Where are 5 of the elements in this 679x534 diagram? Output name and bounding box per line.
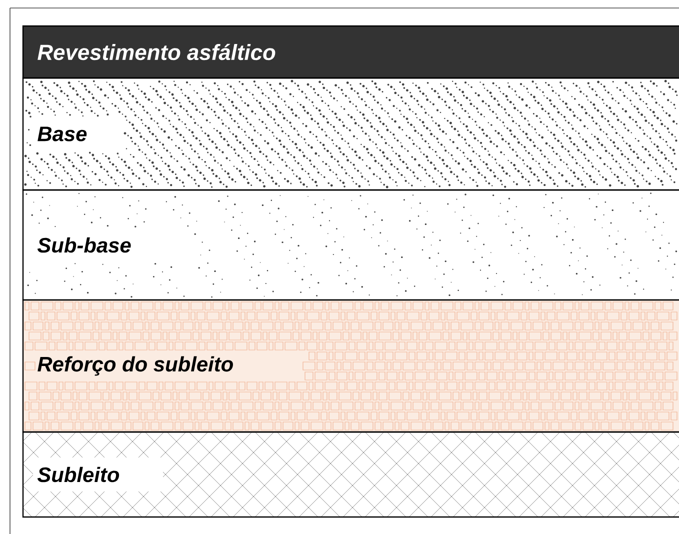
layer-band: Revestimento asfáltico (22, 25, 679, 79)
layer-band: Base (22, 77, 679, 191)
layer-band: Subleito (22, 431, 679, 518)
layer-band: Reforço do subleito (22, 299, 679, 433)
layer-band: Sub-base (22, 189, 679, 301)
